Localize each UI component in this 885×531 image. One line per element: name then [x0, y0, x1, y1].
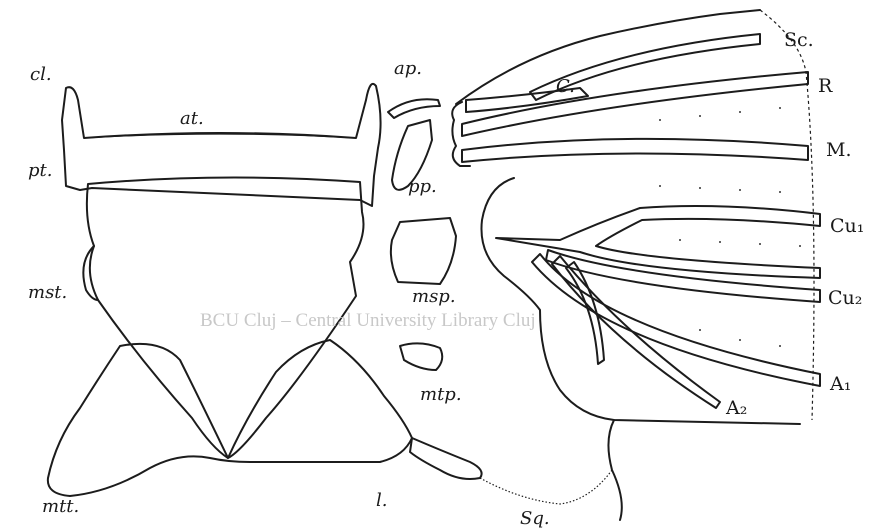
metathorax-plate	[48, 340, 412, 496]
squama-fringe	[480, 470, 612, 504]
label-mtt: mtt.	[42, 496, 79, 517]
label-msp: msp.	[412, 286, 456, 307]
vein-m	[462, 139, 808, 162]
label-a1: A₁	[829, 373, 851, 395]
vein-small	[566, 262, 604, 364]
label-c: C.	[556, 76, 575, 97]
label-l: l.	[376, 490, 387, 511]
label-sq: Sq.	[520, 508, 550, 529]
wing-axillary	[608, 420, 621, 520]
msp-sclerite	[391, 218, 456, 284]
label-sc: Sc.	[784, 29, 814, 51]
wing-base-curve	[481, 178, 800, 424]
label-a2: A₂	[725, 397, 747, 419]
label-pt: pt.	[28, 160, 52, 181]
pronotum-plate	[62, 84, 381, 206]
label-cu2: Cu₂	[828, 287, 862, 309]
label-pp: pp.	[408, 176, 437, 197]
label-cl: cl.	[30, 64, 52, 85]
mtp-sclerite	[400, 343, 442, 370]
label-at: at.	[180, 108, 204, 129]
label-mtp: mtp.	[420, 384, 462, 405]
library-watermark: BCU Cluj – Central University Library Cl…	[200, 310, 536, 331]
label-ap: ap.	[394, 58, 422, 79]
wing-outline	[456, 10, 760, 104]
label-r: R	[818, 75, 833, 97]
vein-r	[462, 72, 808, 136]
label-cu1: Cu₁	[830, 215, 864, 237]
vein-cu1	[496, 206, 820, 278]
lateral-process	[410, 438, 482, 479]
ap-sclerite	[388, 99, 440, 118]
label-m: M.	[826, 139, 852, 161]
label-mst: mst.	[28, 282, 67, 303]
